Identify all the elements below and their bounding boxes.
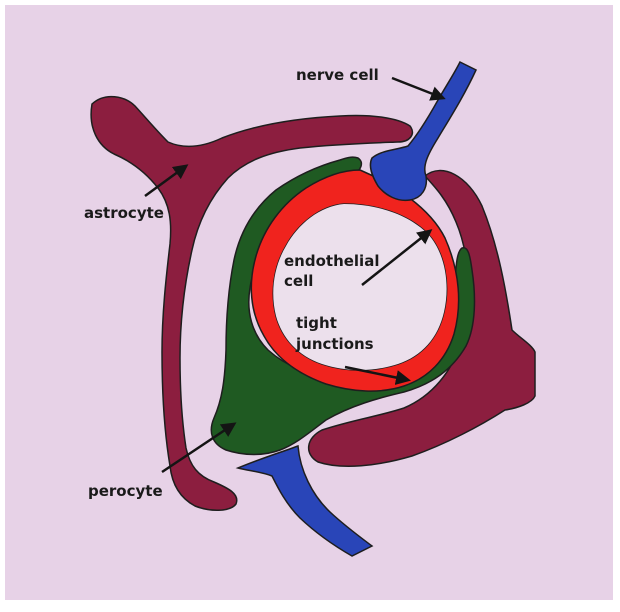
astrocyte-label: astrocyte [84,204,164,222]
tight-junctions-label-line1: tight [296,314,337,332]
endothelial-label-line2: cell [284,272,313,290]
nerve-cell-label: nerve cell [296,66,379,84]
endothelial-label-line1: endothelial [284,252,379,270]
tight-junctions-label-line2: junctions [295,335,374,353]
perocyte-label: perocyte [88,482,163,500]
